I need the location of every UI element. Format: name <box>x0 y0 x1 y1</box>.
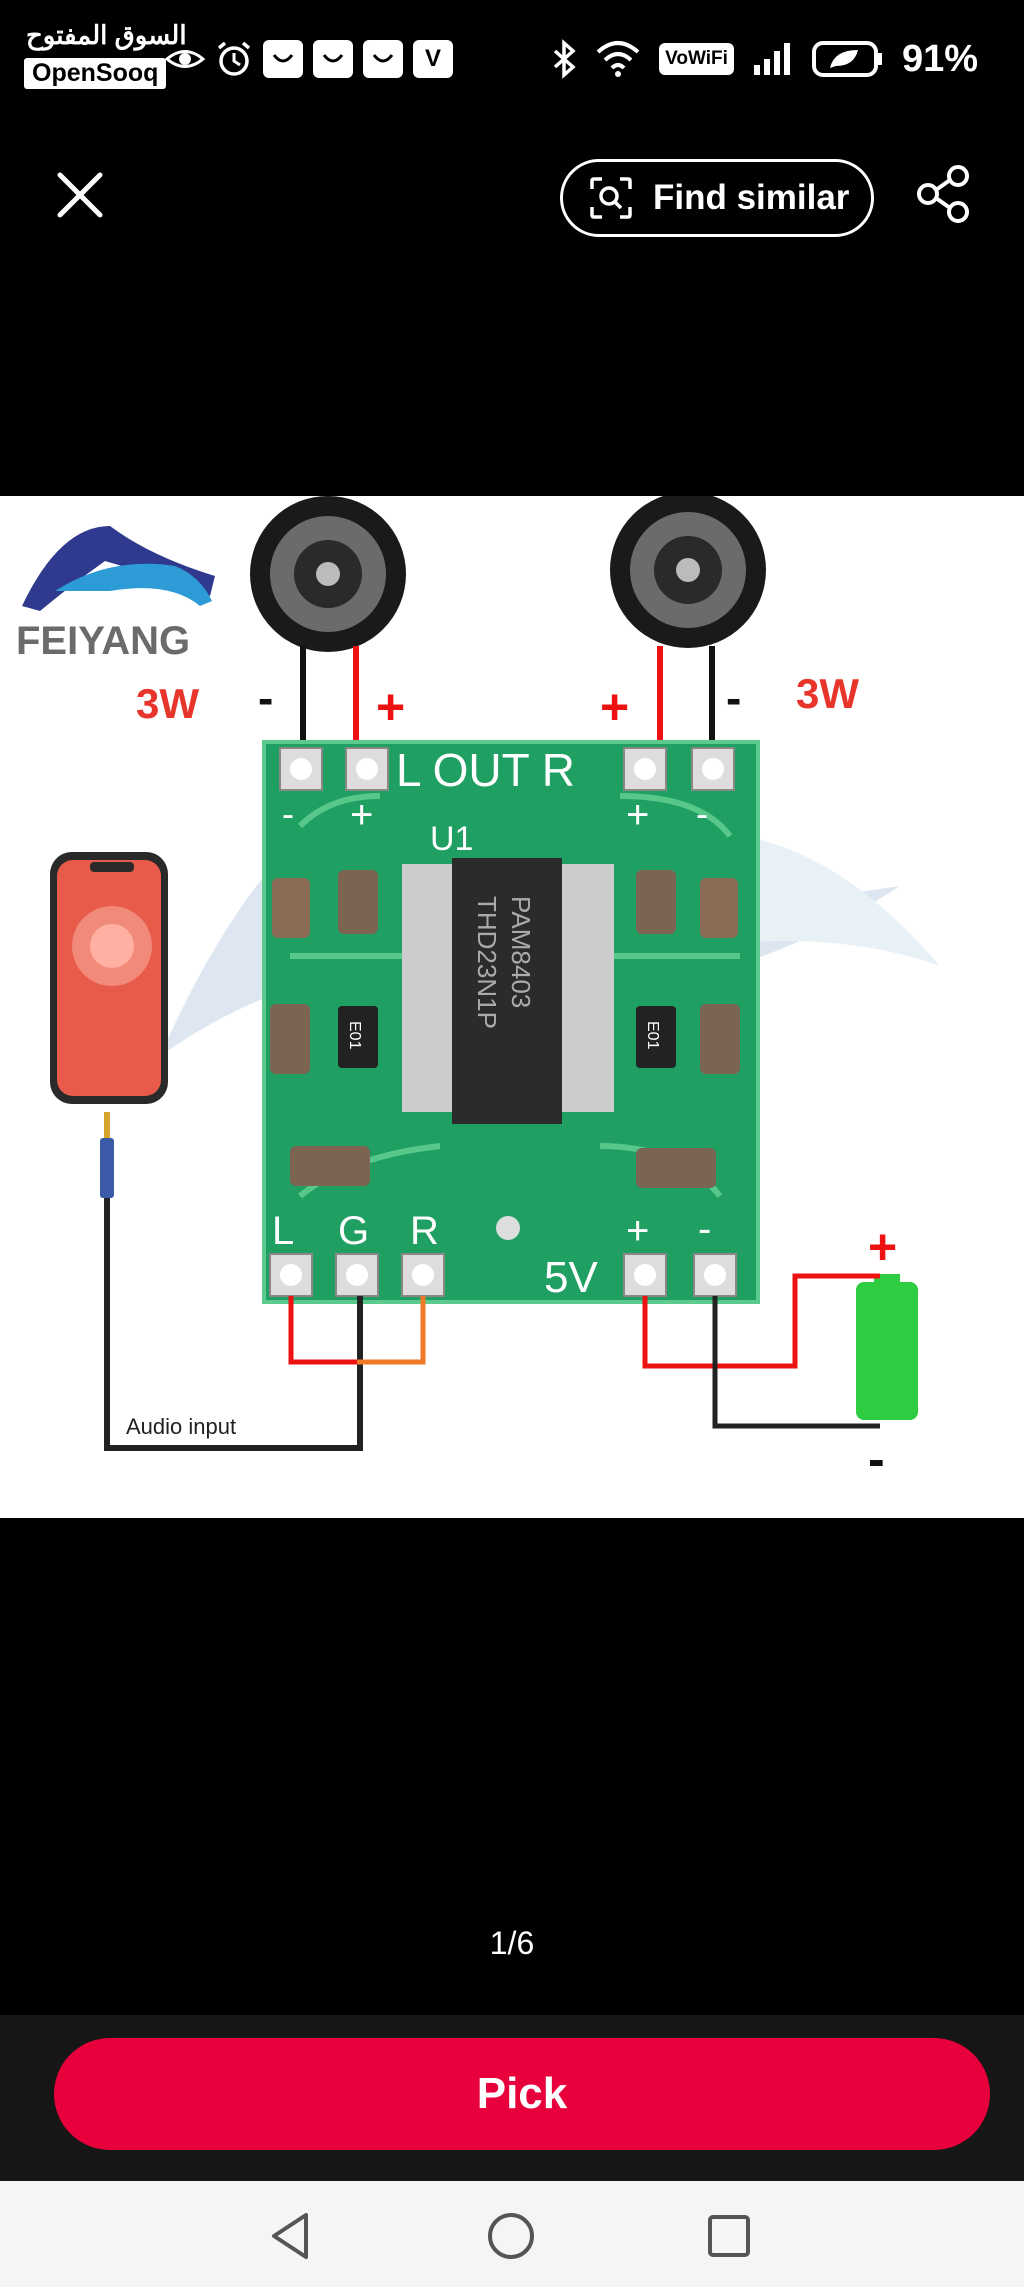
resistor-code-right: E01 <box>644 1021 661 1050</box>
audio-input-label: Audio input <box>126 1414 236 1439</box>
brand-name: OpenSooq <box>24 58 167 89</box>
pin-r: R <box>410 1209 439 1253</box>
brand-text: FEIYANG <box>16 619 190 663</box>
right-plus: + <box>600 679 629 735</box>
right-power-label: 3W <box>796 670 859 717</box>
v-app-icon: V <box>413 40 453 78</box>
find-similar-button[interactable]: Find similar <box>560 159 874 237</box>
signal-icon <box>753 43 790 75</box>
ic-chip: PAM8403 THD23N1P <box>402 858 614 1124</box>
pcb-board: L OUT R - + + - U1 PAM8403 THD23N1P E <box>262 740 760 1304</box>
board-top-label: L OUT R <box>396 744 575 796</box>
left-plus: + <box>376 679 405 735</box>
system-nav-bar <box>0 2181 1024 2287</box>
battery-illustration <box>856 1274 918 1420</box>
brand-arabic: السوق المفتوح <box>26 20 187 50</box>
top-plus-left: + <box>350 793 373 837</box>
opensooq-logo: السوق المفتوح OpenSooq <box>24 20 187 96</box>
left-power-label: 3W <box>136 680 199 727</box>
vowifi-badge: VoWiFi <box>659 43 734 75</box>
share-icon <box>917 165 969 223</box>
battery-minus: - <box>868 1431 885 1487</box>
resistor-code-left: E01 <box>346 1021 363 1050</box>
close-icon <box>57 172 103 218</box>
pin-5v: 5V <box>544 1253 598 1302</box>
bluetooth-icon <box>553 39 576 79</box>
notification-icons: V <box>165 36 453 82</box>
alarm-icon <box>217 41 251 76</box>
eye-icon <box>165 50 205 68</box>
app-icon <box>313 40 353 78</box>
pick-button[interactable]: Pick <box>54 2038 990 2150</box>
left-speaker <box>250 496 406 652</box>
wifi-icon <box>596 41 640 77</box>
battery-plus: + <box>868 1219 897 1275</box>
app-icon <box>263 40 303 78</box>
bottom-pads <box>269 1253 737 1297</box>
image-pager: 1/6 <box>489 1925 535 1961</box>
left-minus: - <box>258 672 273 724</box>
feiyang-logo: FEIYANG <box>16 526 215 663</box>
find-similar-label: Find similar <box>653 178 850 217</box>
ic-line1: PAM8403 <box>506 896 536 1008</box>
top-minus-right: - <box>696 793 708 834</box>
close-button[interactable] <box>50 165 110 225</box>
status-right: VoWiFi 91% <box>551 32 978 86</box>
product-image[interactable]: FEIYANG 3W 3W - + + - <box>0 496 1024 1518</box>
status-bar: السوق المفتوح OpenSooq V VoWiFi 91% <box>0 0 1024 118</box>
back-icon[interactable] <box>266 2211 314 2261</box>
pin-g: G <box>338 1209 369 1253</box>
top-plus-right: + <box>626 793 649 837</box>
audio-jack <box>100 1112 114 1254</box>
visual-search-icon <box>590 177 632 219</box>
pin-l: L <box>272 1209 294 1253</box>
v-app-letter: V <box>424 45 441 72</box>
right-speaker <box>610 496 766 648</box>
ic-line2: THD23N1P <box>472 896 502 1029</box>
phone-illustration <box>50 852 168 1104</box>
battery-icon <box>811 41 882 77</box>
components: E01 E01 <box>270 870 740 1240</box>
pin-minus: - <box>698 1207 711 1251</box>
app-icon <box>363 40 403 78</box>
top-pads <box>279 747 735 791</box>
share-button[interactable] <box>912 162 976 226</box>
top-minus-left: - <box>282 793 294 834</box>
home-icon[interactable] <box>486 2211 536 2261</box>
battery-percent: 91% <box>901 37 978 80</box>
pin-plus: + <box>626 1209 649 1253</box>
right-minus: - <box>726 672 741 724</box>
ic-ref: U1 <box>430 820 473 858</box>
recents-icon[interactable] <box>706 2213 752 2259</box>
